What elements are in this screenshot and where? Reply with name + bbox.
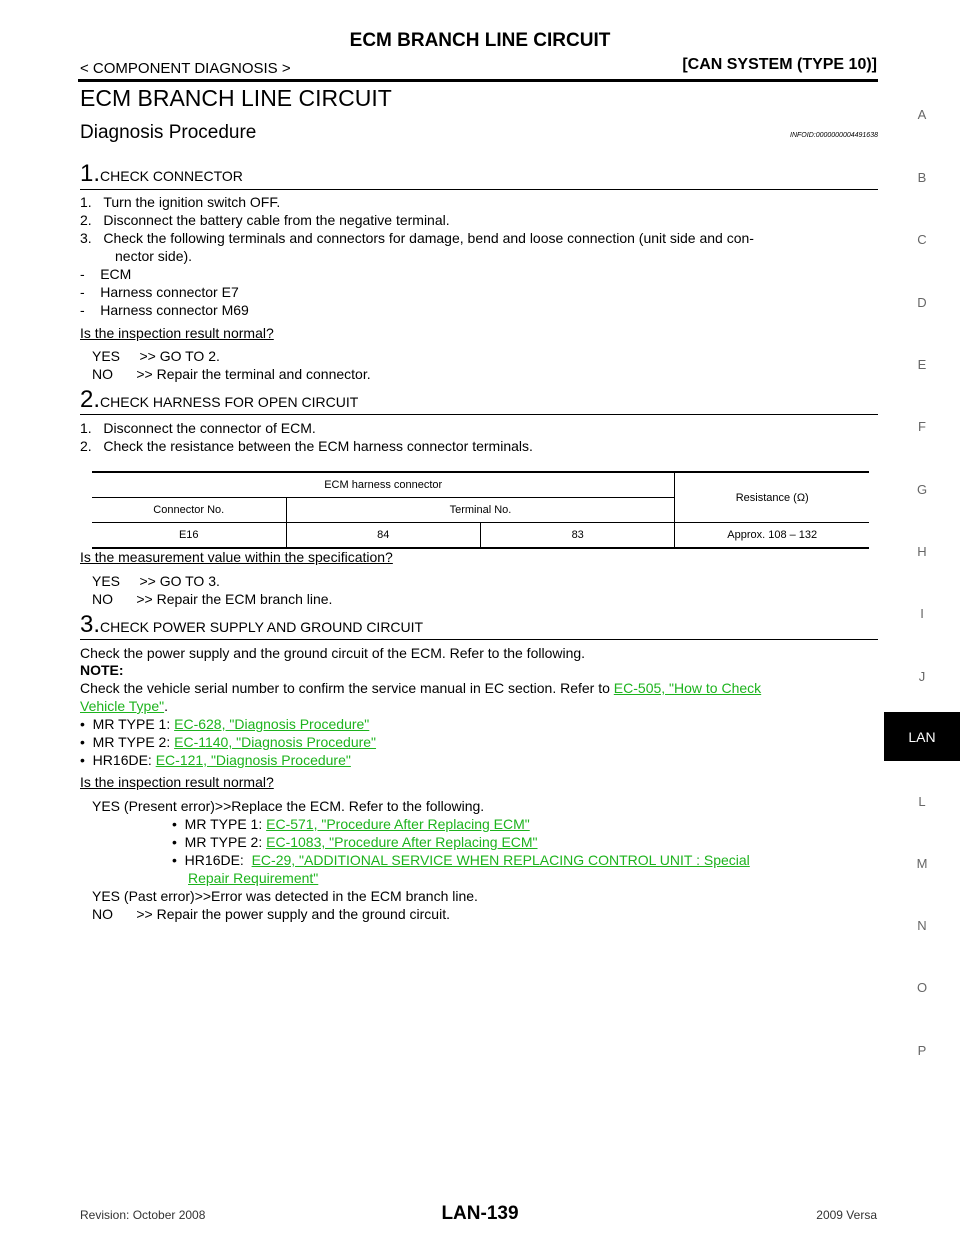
note-body: Check the vehicle serial number to confi… <box>80 680 614 696</box>
no-result: NO >> Repair the ECM branch line. <box>92 591 333 607</box>
yes-result: YES >> GO TO 3. <box>92 573 220 589</box>
inspection-question: Is the measurement value within the spec… <box>80 549 393 565</box>
section-title: Diagnosis Procedure <box>80 122 257 143</box>
step-rule <box>80 639 878 640</box>
side-index-g[interactable]: G <box>916 482 928 497</box>
ref-label: • MR TYPE 2: <box>172 834 267 850</box>
page-title: ECM BRANCH LINE CIRCUIT <box>80 85 392 111</box>
header-title: ECM BRANCH LINE CIRCUIT <box>349 30 611 51</box>
ref-link[interactable]: EC-1140, "Diagnosis Procedure" <box>174 734 377 750</box>
ref-link[interactable]: EC-505, "How to Check <box>613 680 762 696</box>
side-index-l[interactable]: L <box>918 794 926 809</box>
instruction-line: 3. Check the following terminals and con… <box>80 230 754 246</box>
yes-result: YES >> GO TO 2. <box>92 348 220 364</box>
instruction-line: 1. Turn the ignition switch OFF. <box>80 194 281 210</box>
footer-page-number: LAN-139 <box>441 1203 519 1224</box>
step-rule <box>80 414 878 415</box>
note-text-cont: Vehicle Type". <box>80 698 168 714</box>
yes-result: YES (Present error)>>Replace the ECM. Re… <box>92 798 485 814</box>
ref-item: • HR16DE: EC-29, "ADDITIONAL SERVICE WHE… <box>172 852 750 868</box>
step-rule <box>80 189 878 190</box>
table-header: Terminal No. <box>286 497 676 523</box>
ref-label: • MR TYPE 2: <box>80 734 175 750</box>
inspection-question: Is the inspection result normal? <box>80 774 274 790</box>
info-id: INFOID:0000000004491638 <box>790 132 878 139</box>
table-cell: 84 <box>286 522 481 548</box>
step-1-heading: 1.CHECK CONNECTOR <box>80 160 243 188</box>
instruction-line: Check the power supply and the ground ci… <box>80 645 586 661</box>
instruction-line: nector side). <box>115 248 193 264</box>
side-index-b[interactable]: B <box>917 170 927 185</box>
side-index-a[interactable]: A <box>917 107 927 122</box>
note-end: . <box>164 698 168 714</box>
step-number: 1. <box>80 160 101 187</box>
side-index-i[interactable]: I <box>920 606 924 621</box>
table-header: Resistance (Ω) <box>674 472 869 523</box>
side-index-e[interactable]: E <box>917 357 927 372</box>
step-3-heading: 3.CHECK POWER SUPPLY AND GROUND CIRCUIT <box>80 611 423 639</box>
ref-link[interactable]: Vehicle Type" <box>80 698 165 714</box>
ref-link[interactable]: EC-1083, "Procedure After Replacing ECM" <box>266 834 538 850</box>
ref-label: • MR TYPE 1: <box>172 816 267 832</box>
step-number: 3. <box>80 611 101 638</box>
ref-label: • HR16DE: <box>80 752 156 768</box>
ref-link[interactable]: Repair Requirement" <box>188 870 319 886</box>
side-index-lan[interactable]: LAN <box>884 712 960 761</box>
ref-item: • HR16DE: EC-121, "Diagnosis Procedure" <box>80 752 351 768</box>
header-rule <box>78 79 878 82</box>
side-index-d[interactable]: D <box>917 295 927 310</box>
table-header: ECM harness connector <box>92 472 676 498</box>
step-title: CHECK POWER SUPPLY AND GROUND CIRCUIT <box>100 619 424 635</box>
yes-result: YES (Past error)>>Error was detected in … <box>92 888 478 904</box>
side-index-f[interactable]: F <box>918 419 926 434</box>
note-text: Check the vehicle serial number to confi… <box>80 680 761 696</box>
table-cell: 83 <box>480 522 676 548</box>
instruction-line: 2. Check the resistance between the ECM … <box>80 438 533 454</box>
side-index-p[interactable]: P <box>917 1043 927 1058</box>
table-cell: Approx. 108 – 132 <box>727 529 818 541</box>
step-title: CHECK CONNECTOR <box>100 168 243 184</box>
ref-link[interactable]: EC-29, "ADDITIONAL SERVICE WHEN REPLACIN… <box>251 852 750 868</box>
ref-item: • MR TYPE 2: EC-1083, "Procedure After R… <box>172 834 538 850</box>
breadcrumb: < COMPONENT DIAGNOSIS > <box>80 60 291 77</box>
step-2-heading: 2.CHECK HARNESS FOR OPEN CIRCUIT <box>80 386 358 414</box>
note-label: NOTE: <box>80 662 124 678</box>
step-title: CHECK HARNESS FOR OPEN CIRCUIT <box>100 394 359 410</box>
ref-item: • MR TYPE 2: EC-1140, "Diagnosis Procedu… <box>80 734 376 750</box>
instruction-line: 2. Disconnect the battery cable from the… <box>80 212 450 228</box>
ref-item: • MR TYPE 1: EC-628, "Diagnosis Procedur… <box>80 716 369 732</box>
no-result: NO >> Repair the terminal and connector. <box>92 366 371 382</box>
table-cell: E16 <box>92 522 287 548</box>
no-result: NO >> Repair the power supply and the gr… <box>92 906 450 922</box>
ref-link[interactable]: EC-571, "Procedure After Replacing ECM" <box>266 816 530 832</box>
table-header: Connector No. <box>92 497 287 523</box>
footer-revision: Revision: October 2008 <box>80 1208 206 1222</box>
resistance-table: ECM harness connector Resistance (Ω) Con… <box>92 471 869 549</box>
system-label: [CAN SYSTEM (TYPE 10)] <box>682 56 877 73</box>
ref-label: • HR16DE: <box>172 852 252 868</box>
ref-item-cont: Repair Requirement" <box>188 870 318 886</box>
ref-link[interactable]: EC-121, "Diagnosis Procedure" <box>155 752 351 768</box>
side-index-m[interactable]: M <box>916 856 928 871</box>
side-index-h[interactable]: H <box>917 544 927 559</box>
side-index-o[interactable]: O <box>916 980 928 995</box>
instruction-line: - Harness connector M69 <box>80 302 249 318</box>
side-index-n[interactable]: N <box>917 918 927 933</box>
footer-model: 2009 Versa <box>816 1208 877 1222</box>
side-index-j[interactable]: J <box>918 669 926 684</box>
instruction-line: - Harness connector E7 <box>80 284 239 300</box>
ref-label: • MR TYPE 1: <box>80 716 175 732</box>
side-index-c[interactable]: C <box>917 232 927 247</box>
inspection-question: Is the inspection result normal? <box>80 325 274 341</box>
instruction-line: - ECM <box>80 266 132 282</box>
ref-item: • MR TYPE 1: EC-571, "Procedure After Re… <box>172 816 530 832</box>
instruction-line: 1. Disconnect the connector of ECM. <box>80 420 316 436</box>
step-number: 2. <box>80 386 101 413</box>
ref-link[interactable]: EC-628, "Diagnosis Procedure" <box>174 716 370 732</box>
